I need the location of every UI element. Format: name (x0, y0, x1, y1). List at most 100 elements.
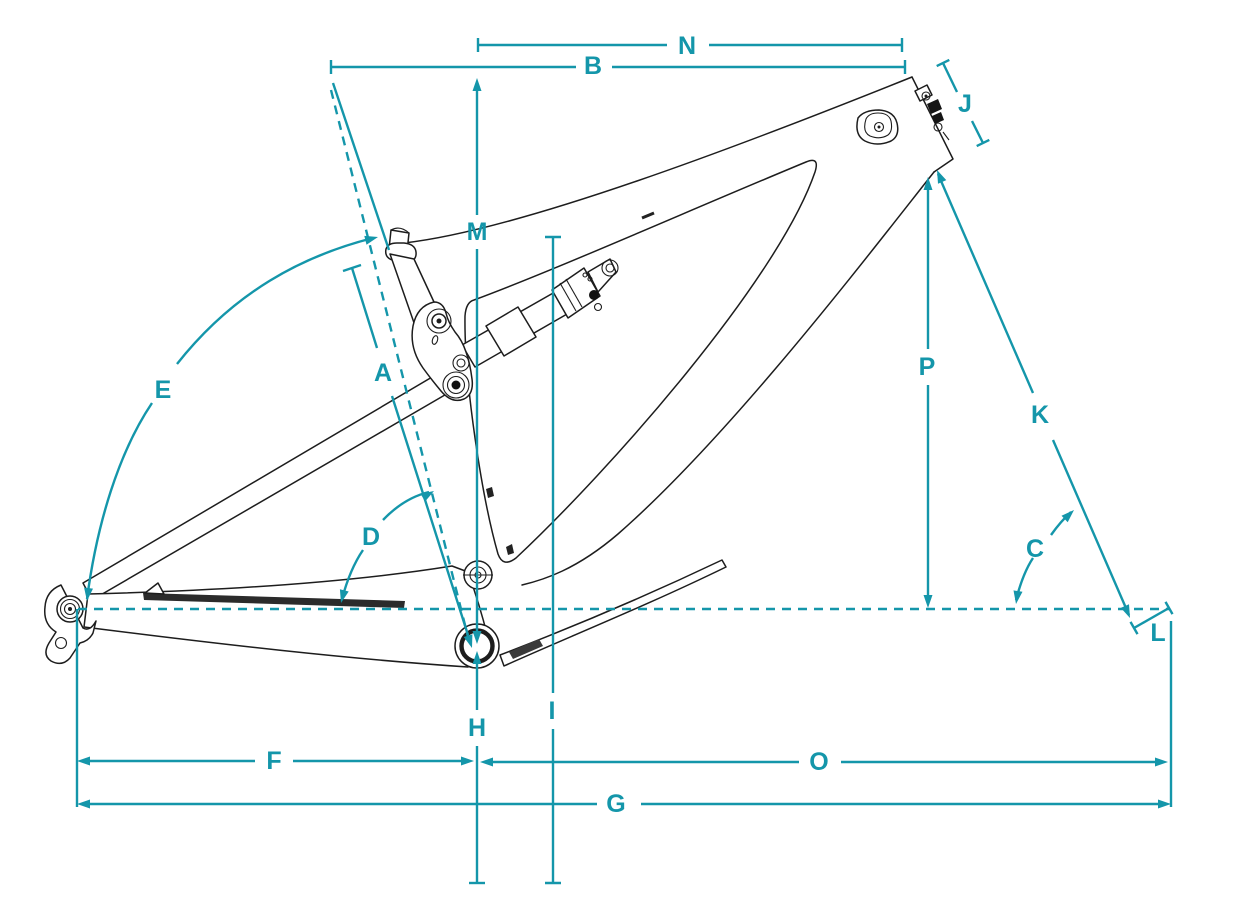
top-tube-port (641, 211, 655, 220)
dim-label-d: D (362, 523, 380, 551)
shock-lockout-lever (589, 290, 599, 300)
dim-arrow (923, 177, 933, 190)
rocker-slot (431, 335, 439, 345)
dim-l: L (1129, 601, 1174, 647)
cable-bolt (486, 487, 494, 498)
cable-port-bolt (873, 121, 885, 133)
shock-knob (593, 302, 603, 312)
shock-air-can (485, 306, 537, 357)
dim-arrow (1013, 590, 1023, 604)
dim-arrow (77, 799, 90, 809)
dim-arrow (480, 757, 493, 767)
dim-k: K (936, 170, 1131, 618)
seatpost-cap (390, 227, 410, 234)
dim-label-g: G (606, 790, 625, 818)
dim-arrow (923, 595, 933, 608)
down-tube (521, 171, 935, 586)
head-tube (911, 76, 954, 173)
shock-eyelet-bolt (456, 358, 466, 368)
shock-seam (565, 278, 583, 308)
dim-tick (342, 263, 362, 273)
dim-label-n: N (678, 32, 696, 60)
shock-top-mount (601, 259, 619, 277)
dim-label-o: O (809, 748, 828, 776)
dim-arrow (472, 631, 482, 644)
cable-port-inner (864, 112, 893, 139)
headset-bolt-center (924, 94, 928, 98)
dim-arrow (1061, 510, 1074, 523)
dim-line (1133, 606, 1170, 630)
dim-e: E (84, 235, 378, 601)
dim-d: D (339, 490, 434, 603)
dim-label-h: H (468, 714, 486, 742)
dim-arrow (420, 491, 434, 502)
shock-port (587, 276, 593, 282)
dim-p: P (919, 177, 936, 608)
dim-arrow (364, 235, 378, 245)
dim-o: O (480, 748, 1168, 776)
headset-tick (942, 131, 950, 141)
dim-arrow (461, 756, 474, 766)
dim-m: M (467, 78, 488, 644)
dim-label-a: A (374, 359, 392, 387)
rear-axle-center (68, 607, 72, 611)
chain-stay (83, 565, 493, 668)
dim-line (941, 62, 985, 144)
dim-arrow (77, 756, 90, 766)
dim-tick (476, 38, 904, 52)
dim-arrow (339, 589, 349, 603)
dim-label-e: E (155, 376, 172, 404)
dim-arrow (84, 587, 93, 601)
dim-line (936, 173, 1131, 616)
seatstay-pivot-ring (446, 375, 466, 395)
dim-a: A (342, 263, 473, 648)
rocker-pivot-upper-ring (431, 313, 447, 329)
headset-spacer (927, 99, 942, 114)
dim-i: I (545, 235, 561, 885)
dim-g: G (77, 790, 1171, 818)
rocker-pivot-upper-bolt (436, 318, 442, 324)
dim-f: F (77, 747, 474, 775)
dim-tick (1129, 601, 1174, 635)
dim-arrow (1158, 799, 1171, 809)
derailleur-hanger-hole (54, 636, 68, 650)
headset-spacer (932, 112, 944, 124)
dim-label-b: B (584, 52, 602, 80)
dim-arrow (472, 651, 482, 664)
dim-label-k: K (1031, 401, 1049, 429)
dim-arrow (463, 634, 473, 648)
dim-label-m: M (467, 218, 488, 246)
headset-ring (933, 122, 943, 132)
dim-label-p: P (919, 353, 936, 381)
dim-label-i: I (549, 697, 556, 725)
bike-frame-drawing (43, 76, 954, 669)
dim-tick (329, 60, 907, 74)
dim-label-c: C (1026, 535, 1044, 563)
front-triangle-window (464, 159, 818, 563)
dim-arrow (1155, 757, 1168, 767)
shock-seam (559, 282, 577, 312)
ref-axle-line (75, 607, 1173, 807)
dim-c: C (1013, 510, 1074, 604)
shock-eyelet (452, 354, 470, 372)
dim-label-l: L (1150, 619, 1165, 647)
dim-tick (545, 235, 561, 885)
dim-n: N (476, 32, 904, 60)
ref-seat-axis (329, 82, 471, 642)
seatstay-pivot (442, 371, 470, 399)
dim-b: B (329, 52, 907, 80)
dimension-annotations: A B N M H (75, 32, 1174, 885)
dim-tick (936, 58, 990, 148)
dim-line (85, 236, 374, 600)
downtube-guard (499, 559, 727, 667)
dim-label-j: J (958, 90, 972, 118)
rocker-pivot-upper (426, 308, 452, 334)
dim-arrow (937, 170, 947, 184)
shock-mount-bracket (587, 258, 617, 293)
headset-bolt (921, 91, 931, 101)
dim-j: J (936, 58, 990, 148)
rear-axle-inner (63, 602, 77, 616)
shock-port (582, 272, 588, 278)
top-tube (403, 76, 913, 244)
